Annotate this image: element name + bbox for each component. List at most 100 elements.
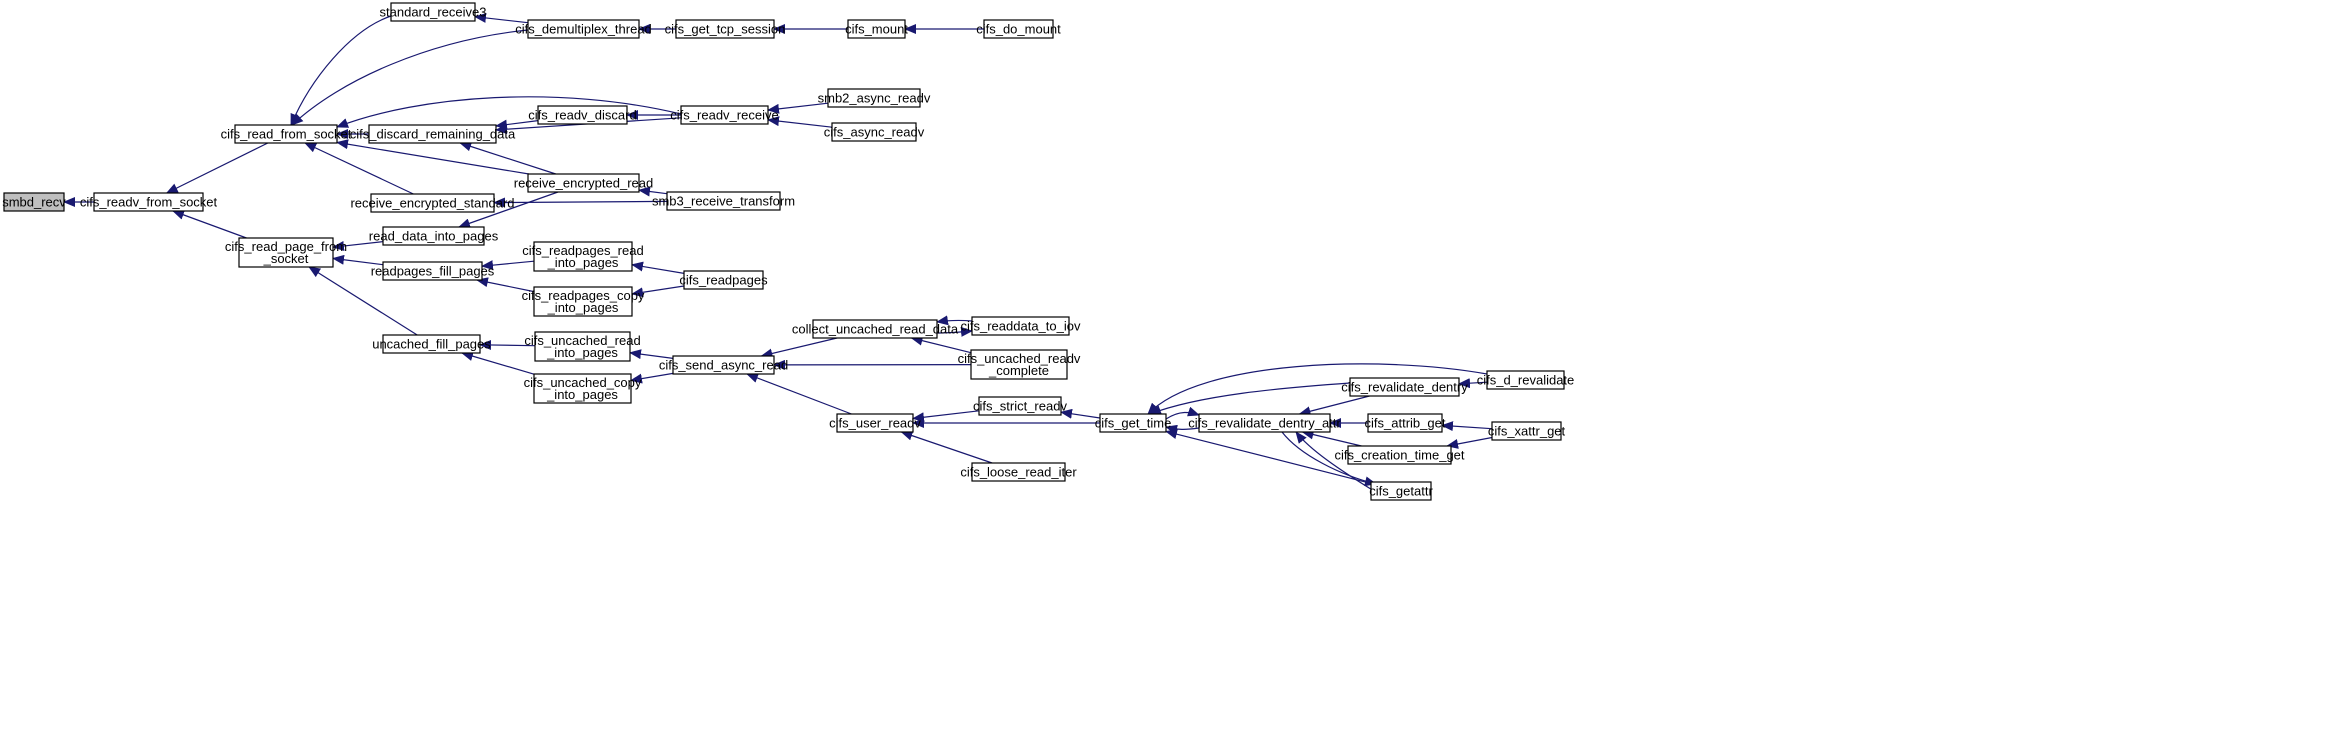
- node-receive_encrypted_standard[interactable]: receive_encrypted_standard: [350, 193, 515, 213]
- node-cifs_getattr[interactable]: cifs_getattr: [1369, 481, 1433, 501]
- node-cifs_readv_receive[interactable]: cifs_readv_receive: [670, 105, 779, 125]
- node-label: smbd_recv: [2, 195, 66, 210]
- node-cifs_d_revalidate[interactable]: cifs_d_revalidate: [1477, 370, 1575, 390]
- node-box[interactable]: [370, 193, 495, 213]
- node-box[interactable]: [382, 334, 481, 354]
- node-box[interactable]: [382, 226, 485, 246]
- node-cifs_send_async_read[interactable]: cifs_send_async_read: [659, 355, 788, 375]
- node-cifs_user_readv[interactable]: cifs_user_readv: [829, 413, 921, 433]
- node-box[interactable]: [238, 237, 334, 268]
- edge-cifs_readpages_copy_into_pages-to-readpages_fill_pages: [475, 277, 535, 293]
- node-box[interactable]: [675, 19, 775, 39]
- node-standard_receive3[interactable]: standard_receive3: [380, 2, 487, 22]
- node-box[interactable]: [971, 316, 1070, 336]
- node-cifs_loose_read_iter[interactable]: cifs_loose_read_iter: [960, 462, 1077, 482]
- node-label: _socket: [263, 251, 309, 266]
- node-label: cifs_loose_read_iter: [960, 465, 1077, 480]
- node-uncached_fill_pages[interactable]: uncached_fill_pages: [372, 334, 491, 354]
- node-box[interactable]: [1370, 481, 1432, 501]
- node-read_data_into_pages[interactable]: read_data_into_pages: [369, 226, 499, 246]
- node-cifs_readdata_to_iov[interactable]: cifs_readdata_to_iov: [961, 316, 1081, 336]
- node-cifs_revalidate_dentry[interactable]: cifs_revalidate_dentry: [1341, 377, 1468, 397]
- node-cifs_readv_from_socket[interactable]: cifs_readv_from_socket: [80, 192, 218, 212]
- node-label: cifs_readv_from_socket: [80, 195, 218, 210]
- node-cifs_async_readv[interactable]: cifs_async_readv: [824, 122, 925, 142]
- node-box[interactable]: [831, 122, 917, 142]
- node-cifs_readpages_read_into_pages[interactable]: cifs_readpages_read_into_pages: [522, 241, 644, 272]
- node-cifs_readpages_copy_into_pages[interactable]: cifs_readpages_copy_into_pages: [522, 286, 645, 317]
- edge-cifs_readv_receive-to-cifs_read_from_socket: [336, 96, 682, 128]
- node-cifs_uncached_readv_complete[interactable]: cifs_uncached_readv_complete: [958, 349, 1081, 380]
- node-cifs_read_page_from_socket[interactable]: cifs_read_page_from_socket: [225, 237, 347, 268]
- node-smbd_recv[interactable]: smbd_recv: [2, 192, 66, 212]
- node-box[interactable]: [368, 124, 497, 144]
- node-box[interactable]: [390, 2, 476, 22]
- node-collect_uncached_read_data[interactable]: collect_uncached_read_data: [792, 319, 959, 339]
- node-box[interactable]: [533, 241, 633, 272]
- node-smb3_receive_transform[interactable]: smb3_receive_transform: [652, 191, 795, 211]
- edge-cifs_getattr-to-cifs_get_time: [1165, 429, 1372, 484]
- node-box[interactable]: [1491, 421, 1562, 441]
- node-label: cifs_uncached_read: [524, 333, 640, 348]
- node-box[interactable]: [234, 124, 338, 144]
- node-cifs_uncached_copy_into_pages[interactable]: cifs_uncached_copy_into_pages: [524, 373, 642, 404]
- node-box[interactable]: [672, 355, 775, 375]
- node-box[interactable]: [527, 19, 640, 39]
- node-receive_encrypted_read[interactable]: receive_encrypted_read: [514, 173, 653, 193]
- node-cifs_get_time[interactable]: cifs_get_time: [1095, 413, 1172, 433]
- edge-receive_encrypted_read-to-cifs_discard_remaining_data: [459, 141, 556, 175]
- node-label: cifs_get_tcp_session: [665, 22, 786, 37]
- node-box[interactable]: [978, 396, 1062, 416]
- node-box[interactable]: [983, 19, 1054, 39]
- node-cifs_mount[interactable]: cifs_mount: [845, 19, 908, 39]
- node-cifs_readpages[interactable]: cifs_readpages: [679, 270, 768, 290]
- node-cifs_readv_discard[interactable]: cifs_readv_discard: [528, 105, 637, 125]
- node-readpages_fill_pages[interactable]: readpages_fill_pages: [371, 261, 495, 281]
- node-smb2_async_readv[interactable]: smb2_async_readv: [818, 88, 931, 108]
- edge-cifs_readpages-to-cifs_readpages_read_into_pages: [631, 261, 685, 274]
- node-box[interactable]: [382, 261, 483, 281]
- node-box[interactable]: [533, 373, 632, 404]
- node-label: cifs_getattr: [1369, 484, 1433, 499]
- node-box[interactable]: [836, 413, 914, 433]
- node-label: cifs_strict_readv: [973, 399, 1067, 414]
- node-cifs_read_from_socket[interactable]: cifs_read_from_socket: [221, 124, 352, 144]
- node-cifs_revalidate_dentry_attr[interactable]: cifs_revalidate_dentry_attr: [1188, 413, 1341, 433]
- node-box[interactable]: [1099, 413, 1167, 433]
- node-box[interactable]: [1198, 413, 1331, 433]
- node-cifs_creation_time_get[interactable]: cifs_creation_time_get: [1334, 445, 1465, 465]
- node-box[interactable]: [827, 88, 921, 108]
- node-box[interactable]: [533, 286, 633, 317]
- node-label: cifs_readv_receive: [670, 108, 778, 123]
- node-box[interactable]: [971, 462, 1066, 482]
- node-box[interactable]: [537, 105, 628, 125]
- node-box[interactable]: [527, 173, 640, 193]
- node-box[interactable]: [683, 270, 764, 290]
- node-box[interactable]: [1367, 413, 1443, 433]
- edge-cifs_read_page_from_socket-to-cifs_readv_from_socket: [172, 210, 247, 239]
- node-box[interactable]: [847, 19, 906, 39]
- node-label: standard_receive3: [380, 5, 487, 20]
- node-cifs_strict_readv[interactable]: cifs_strict_readv: [973, 396, 1067, 416]
- node-cifs_attrib_get[interactable]: cifs_attrib_get: [1365, 413, 1446, 433]
- node-box[interactable]: [1349, 377, 1460, 397]
- node-cifs_uncached_read_into_pages[interactable]: cifs_uncached_read_into_pages: [524, 331, 641, 362]
- node-label: cifs_attrib_get: [1365, 416, 1446, 431]
- node-label: cifs_get_time: [1095, 416, 1172, 431]
- node-box[interactable]: [1486, 370, 1565, 390]
- edge-smb3_receive_transform-to-receive_encrypted_standard: [493, 197, 668, 208]
- node-box[interactable]: [666, 191, 781, 211]
- node-box[interactable]: [970, 349, 1068, 380]
- node-cifs_demultiplex_thread[interactable]: cifs_demultiplex_thread: [515, 19, 652, 39]
- node-cifs_get_tcp_session[interactable]: cifs_get_tcp_session: [665, 19, 786, 39]
- node-box[interactable]: [93, 192, 204, 212]
- node-box[interactable]: [534, 331, 631, 362]
- node-box[interactable]: [812, 319, 938, 339]
- node-box[interactable]: [1347, 445, 1452, 465]
- node-box[interactable]: [3, 192, 65, 212]
- node-cifs_xattr_get[interactable]: cifs_xattr_get: [1488, 421, 1566, 441]
- node-cifs_discard_remaining_data[interactable]: cifs_discard_remaining_data: [350, 124, 516, 144]
- node-box[interactable]: [680, 105, 769, 125]
- node-cifs_do_mount[interactable]: cifs_do_mount: [976, 19, 1061, 39]
- edge-cifs_creation_time_get-to-cifs_revalidate_dentry_attr: [1301, 429, 1362, 447]
